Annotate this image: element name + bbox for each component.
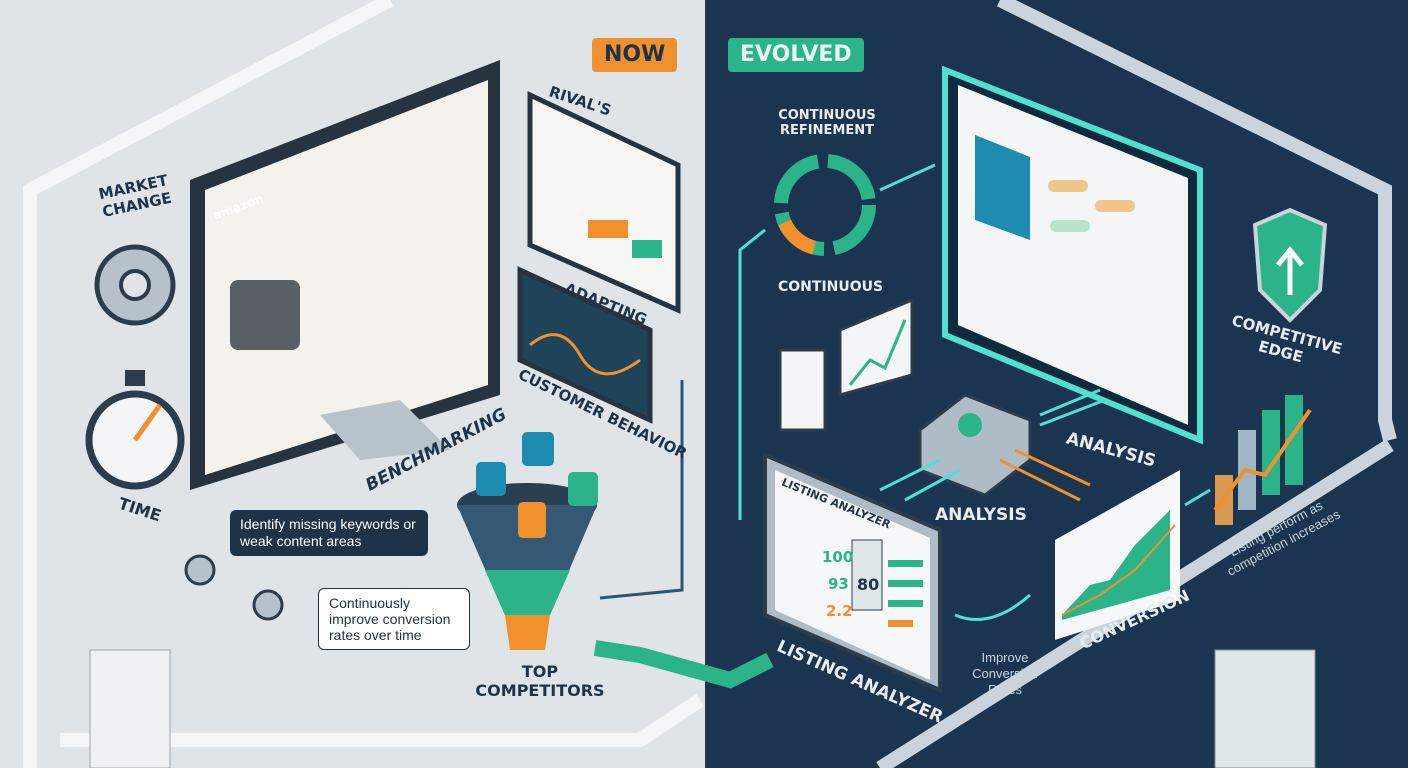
analysis-hub-label: ANALYSIS <box>935 505 1027 525</box>
bar <box>1262 410 1280 495</box>
customer-behavior-chart <box>517 266 653 424</box>
pie-icon <box>568 472 598 506</box>
left-frame <box>23 0 704 768</box>
feedback-arrow <box>599 380 684 600</box>
right-pillar <box>1214 649 1316 768</box>
improve-label: Improve Conversion Rates <box>972 650 1038 697</box>
identify-bubble: Identify missing keywords or weak conten… <box>230 510 428 556</box>
now-badge: NOW <box>592 38 678 72</box>
trend-line <box>1213 408 1312 512</box>
rivals-card <box>527 91 681 314</box>
evolved-badge: EVOLVED <box>728 38 864 72</box>
chart-icon <box>522 432 554 466</box>
gear-icon-small <box>184 554 216 586</box>
score-2: 93 <box>828 575 849 593</box>
score-3: 2.2 <box>826 602 853 620</box>
gear-icon <box>958 413 982 437</box>
continuous-label: CONTINUOUS <box>778 279 884 295</box>
continuously-bubble: Continuously improve conversion rates ov… <box>318 588 470 650</box>
backpack-image <box>230 280 300 350</box>
left-pillar <box>89 649 171 768</box>
evolve-arrow <box>593 640 774 689</box>
mini-chart <box>838 297 914 397</box>
refresh-cycle-icon <box>774 154 876 256</box>
listing-page <box>205 80 488 475</box>
video-thumbnail <box>975 135 1030 240</box>
monitor-stand <box>320 400 450 460</box>
score-1: 100 <box>822 548 854 566</box>
gear-icon-small <box>252 589 284 621</box>
bar <box>1285 395 1303 485</box>
score-big: 80 <box>857 575 880 594</box>
continuous-refinement-label: CONTINUOUS REFINEMENT <box>778 108 876 138</box>
dollar-icon <box>476 462 506 496</box>
percent-icon <box>518 502 546 538</box>
top-competitors-label: TOP COMPETITORS <box>475 662 605 700</box>
doc-card <box>778 348 827 432</box>
